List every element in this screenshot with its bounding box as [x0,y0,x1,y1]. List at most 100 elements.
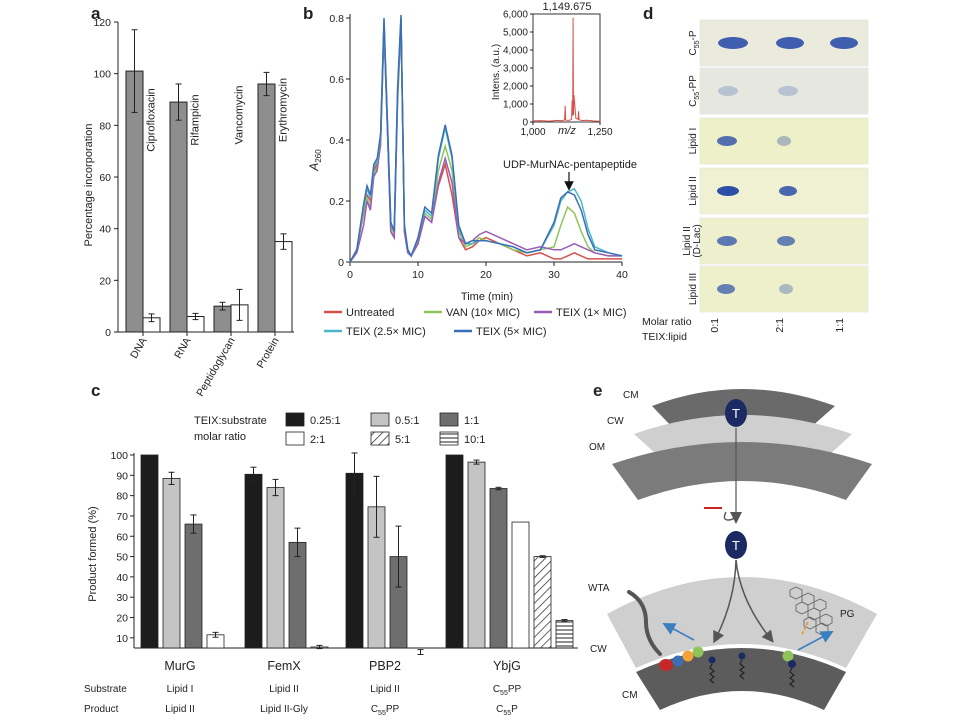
inset-xlabel: m/z [558,125,576,137]
y-tick-label: 60 [116,531,128,543]
panel-b-annotation: UDP-MurNAc-pentapeptide [503,159,637,191]
tlc-band [778,86,798,96]
legend-swatch [285,431,305,446]
legend-swatch [439,431,459,446]
orange-link [801,621,809,635]
inset-y-tick-label: 2,000 [503,82,528,93]
x-tick-label: 0 [347,269,353,281]
annotation-udp-murnac: UDP-MurNAc-pentapeptide [503,159,637,171]
panel-c: c Product formed (%) TEIX:substrate mola… [84,381,578,717]
bar [445,454,464,649]
panel-label-b: b [303,4,313,23]
enzyme-label: PBP2 [369,659,401,673]
lipid-tail-1 [709,663,715,684]
panel-c-ylabel: Product formed (%) [87,506,99,601]
label-cm-bottom: CM [622,690,638,701]
lipid-head-1 [708,656,716,664]
entry-hook [723,511,737,521]
product-value: C55PP [371,704,400,717]
legend-swatch [370,412,390,427]
ratio-value: 1:1 [834,318,846,333]
y-tick-label: 80 [116,491,128,503]
bar [345,472,364,649]
panel-a-bars [125,29,293,333]
y-tick-label: 90 [116,470,128,482]
legend-label: 1:1 [464,415,479,427]
y-tick-label: 70 [116,511,128,523]
legend-label: TEIX (1× MIC) [556,307,627,319]
category-label: Peptidoglycan [194,335,237,398]
bar [511,521,530,649]
legend-swatch [439,412,459,427]
blue-arrow-right [797,630,834,651]
legend-label: 5:1 [395,434,410,446]
panel-label-d: d [643,4,653,23]
legend-label: VAN (10× MIC) [446,307,520,319]
substrate-value: Lipid I [167,684,194,695]
teixobactin-top [725,399,747,427]
label-om: OM [589,442,605,453]
legend-swatch [285,412,305,427]
tlc-band [718,37,748,49]
bar [489,488,508,649]
x-tick-label: 30 [548,269,560,281]
enzyme-label: MurG [164,659,195,673]
inset-y-tick-label: 4,000 [503,46,528,57]
panel-b-ylabel: A260 [307,149,323,172]
bar [244,473,263,649]
label-pg: PG [840,609,855,620]
panel-a: a Percentage incorporation 0204060801001… [83,4,294,399]
enzyme-label: YbjG [493,659,521,673]
panel-b-xlabel: Time (min) [461,291,513,303]
inset-spectrum [532,17,601,122]
tlc-plate [699,67,869,115]
y-tick-label: 0.4 [329,135,344,147]
x-tick-label: 40 [616,269,628,281]
inset-y-tick-label: 6,000 [503,10,528,21]
x-tick-label: 20 [480,269,492,281]
product-row-label: Product [84,704,119,715]
antibiotic-label: Vancomycin [234,85,246,144]
category-label: RNA [172,336,193,361]
panel-b-traces [349,14,623,263]
lipid-red [659,659,673,671]
panel-c-legend-title-1: TEIX:substrate [194,415,267,427]
substrate-row-label: Substrate [84,684,127,695]
tlc-band [717,236,737,246]
inset-y-tick-label: 3,000 [503,64,528,75]
lipid-head-2 [738,652,746,660]
legend-label: 0.25:1 [310,415,341,427]
panel-label-a: a [91,4,101,23]
lipid-blue [672,655,684,667]
antibiotic-label: Erythromycin [278,78,290,142]
wta-strand [627,590,662,656]
y-tick-label: 60 [99,172,111,184]
bar [140,454,159,649]
bar [274,241,293,333]
tlc-band [777,236,795,246]
ratio-label-2: TEIX:lipid [642,331,687,343]
panel-c-bars [140,452,574,656]
trace-TEIX (1× MIC) [349,20,622,263]
ratio-value: 0:1 [709,318,721,333]
lipid-green-right [782,650,794,662]
label-cw-bottom: CW [590,644,607,655]
label-cw-top: CW [607,416,624,427]
bar [288,541,307,649]
panel-label-e: e [593,381,602,400]
tlc-band [717,136,737,146]
lipid-head-3 [788,660,796,668]
y-tick-label: 20 [116,613,128,625]
product-value: C55P [496,704,518,717]
panel-a-ylabel: Percentage incorporation [83,124,95,247]
inset-y-tick-label: 1,000 [503,100,528,111]
tlc-band [776,37,804,49]
peptidoglycan-mesh [789,586,833,636]
legend-label: 0.5:1 [395,415,419,427]
substrate-value: Lipid II [370,684,399,695]
